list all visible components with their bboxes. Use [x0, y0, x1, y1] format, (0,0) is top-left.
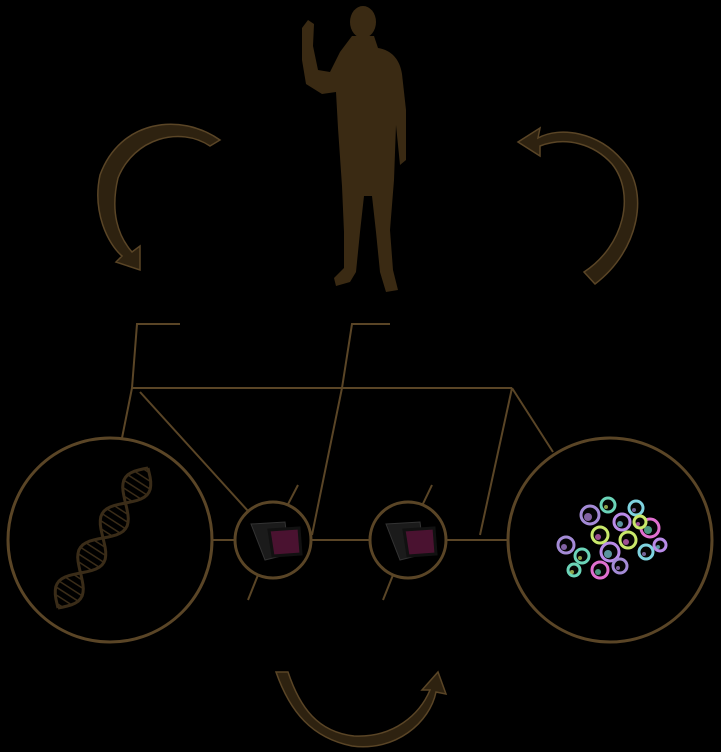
- dna-rung: [142, 468, 150, 474]
- vr-headset-icon: [250, 521, 303, 561]
- dna-rung: [123, 479, 148, 496]
- dna-rung: [73, 573, 83, 581]
- cell-highlight: [604, 505, 608, 509]
- cell-highlight: [595, 569, 601, 575]
- vr-headset-icon: [385, 521, 438, 561]
- cells-node: [506, 436, 714, 644]
- connector-to-device-1: [139, 391, 259, 523]
- arrow-top-left: [97, 123, 222, 272]
- dna-node: [6, 436, 214, 644]
- cell: [573, 547, 591, 565]
- cell-highlight: [617, 521, 623, 527]
- connector-left-bracket: [121, 323, 180, 439]
- dna-rung: [85, 542, 107, 557]
- headset-screen: [267, 526, 303, 558]
- cell: [652, 537, 668, 553]
- dna-rung: [77, 552, 100, 568]
- connector-right-diagonal: [511, 387, 554, 453]
- cell-highlight: [570, 570, 574, 574]
- dna-helix-icon: [53, 466, 153, 610]
- arrow-bottom: [274, 670, 448, 748]
- cell-highlight: [561, 544, 567, 550]
- dna-rung: [56, 602, 64, 608]
- cell: [632, 514, 648, 530]
- cell: [566, 562, 582, 578]
- cell-highlight: [644, 526, 652, 534]
- device-2-node: [368, 500, 448, 580]
- dna-rung: [113, 504, 129, 516]
- cell-highlight: [578, 556, 582, 560]
- cell: [637, 543, 655, 561]
- dna-rung: [55, 586, 79, 602]
- dna-rung: [127, 474, 151, 490]
- dna-rung: [100, 528, 113, 537]
- dna-rung: [58, 580, 83, 597]
- curved-arrows: [97, 123, 639, 748]
- cell-highlight: [656, 545, 660, 549]
- cell: [599, 496, 617, 514]
- cell-cluster-icon: [556, 496, 668, 580]
- dna-rung: [122, 502, 127, 506]
- connector-right-vertical: [479, 387, 513, 536]
- cell-highlight: [616, 566, 620, 570]
- connector-center-vertical: [311, 323, 390, 536]
- dna-rung: [54, 593, 72, 606]
- cell: [611, 557, 629, 575]
- dna-rung: [77, 560, 93, 572]
- cell-highlight: [595, 534, 601, 540]
- dna-rung: [99, 519, 121, 534]
- arrow-top-right: [516, 126, 639, 286]
- cell-highlight: [584, 513, 592, 521]
- cell-highlight: [604, 550, 612, 558]
- dna-rung: [106, 508, 129, 524]
- dna-rung: [64, 576, 84, 590]
- dna-rung: [134, 470, 152, 483]
- dna-strand-2: [57, 466, 149, 610]
- human-silhouette-icon: [302, 6, 406, 292]
- cell: [627, 499, 645, 517]
- cell-highlight: [632, 508, 636, 512]
- cell-highlight: [636, 522, 640, 526]
- dna-rung: [101, 513, 126, 530]
- dna-rung: [79, 570, 84, 574]
- dna-node-ring: [6, 436, 214, 644]
- cells-node-ring: [506, 436, 714, 644]
- cell-highlight: [623, 539, 629, 545]
- dna-rung: [80, 546, 105, 563]
- device-1-node: [233, 500, 313, 580]
- dna-rung: [93, 539, 106, 548]
- headset-screen: [402, 526, 438, 558]
- dna-rung: [122, 486, 142, 500]
- cell-highlight: [642, 552, 646, 556]
- dna-rung: [123, 495, 133, 503]
